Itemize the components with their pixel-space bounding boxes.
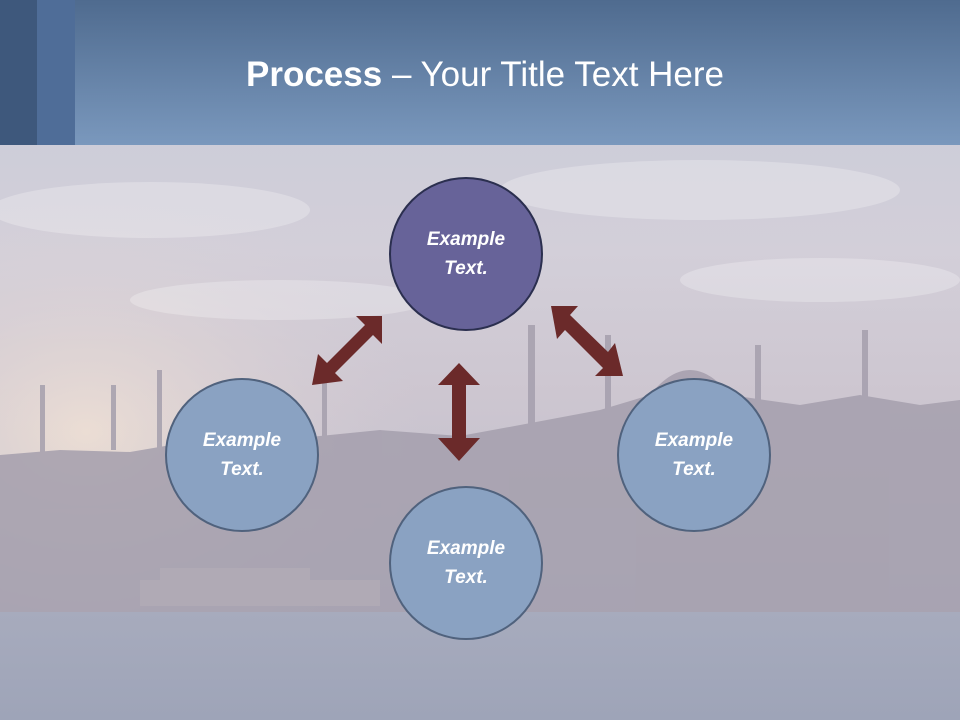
arrow-top-left [312,316,382,385]
title-rest: – Your Title Text Here [382,55,724,94]
accent-block-mid [37,0,75,145]
node-label-line1: Example [426,229,506,250]
node-label-line1: Example [654,430,734,451]
node-label-line2: Text. [444,258,488,279]
node-label-line2: Text. [672,459,716,480]
node-label-line2: Text. [220,459,264,480]
arrow-top-right [551,306,623,376]
arrow-top-bottom [438,363,480,461]
node-label-line2: Text. [444,567,488,588]
accent-block-dark [0,0,37,145]
node-label-line1: Example [426,538,506,559]
node-label-line1: Example [202,430,282,451]
title-bold-word: Process [246,55,383,94]
title-bar: Process – Your Title Text Here [0,0,960,145]
slide-title[interactable]: Process – Your Title Text Here [75,52,895,98]
